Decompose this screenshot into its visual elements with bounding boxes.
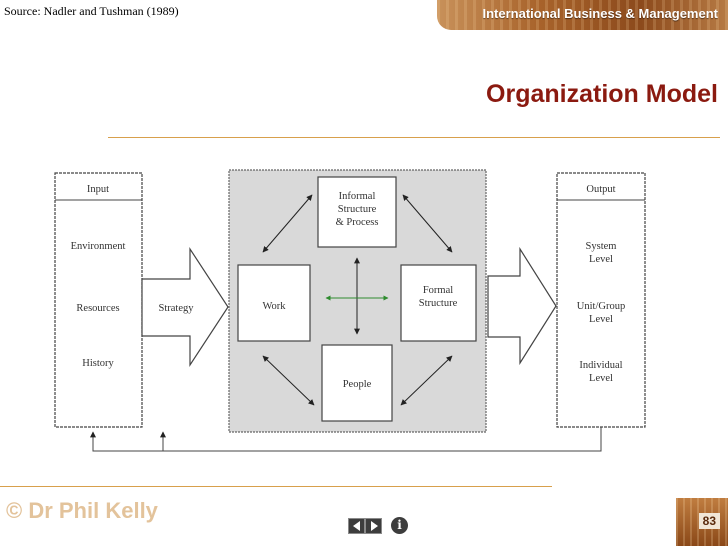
relationship-arrow [400, 355, 453, 406]
course-title: International Business & Management [482, 6, 719, 21]
prev-slide-icon[interactable] [348, 518, 365, 534]
informal-structure-label: & Process [336, 217, 379, 228]
page-number: 83 [698, 513, 720, 529]
info-icon[interactable]: i [391, 517, 408, 534]
bidirectional-arrow-icon [325, 257, 389, 335]
formal-structure-label: Structure [419, 298, 458, 309]
people-label: People [343, 379, 372, 390]
relationship-arrow [262, 355, 315, 406]
output-item: Individual [579, 360, 622, 371]
title-divider [108, 137, 720, 138]
relationship-arrow [402, 194, 453, 253]
output-item: Unit/Group [577, 301, 625, 312]
informal-structure-label: Structure [338, 204, 377, 215]
work-label: Work [262, 301, 286, 312]
output-item: Level [589, 254, 613, 265]
input-heading: Input [87, 184, 109, 195]
formal-structure-box [400, 264, 477, 342]
strategy-label: Strategy [159, 303, 195, 314]
footer-divider [0, 486, 552, 487]
slide-title: Organization Model [486, 80, 718, 108]
output-item: System [586, 241, 617, 252]
informal-structure-box [317, 176, 397, 248]
feedback-loop [90, 427, 602, 452]
output-item: Level [589, 373, 613, 384]
output-heading: Output [586, 184, 615, 195]
strategy-arrow: Strategy [141, 246, 229, 368]
input-item: Environment [71, 241, 126, 252]
source-note: Source: Nadler and Tushman (1989) [4, 4, 179, 18]
input-panel: Input Environment Resources History [54, 172, 143, 428]
output-item: Level [589, 314, 613, 325]
people-box [321, 344, 393, 422]
relationship-arrow [262, 194, 313, 253]
output-panel: Output System Level Unit/Group Level Ind… [556, 172, 646, 428]
course-banner: International Business & Management [437, 0, 728, 30]
author-watermark: © Dr Phil Kelly [6, 498, 158, 523]
informal-structure-label: Informal [339, 191, 376, 202]
transformation-core: Informal Structure & Process Work Formal… [228, 169, 487, 433]
next-slide-icon[interactable] [365, 518, 382, 534]
formal-structure-label: Formal [423, 285, 453, 296]
work-box [237, 264, 311, 342]
input-item: Resources [76, 303, 119, 314]
input-item: History [82, 358, 114, 369]
output-arrow [487, 246, 557, 366]
